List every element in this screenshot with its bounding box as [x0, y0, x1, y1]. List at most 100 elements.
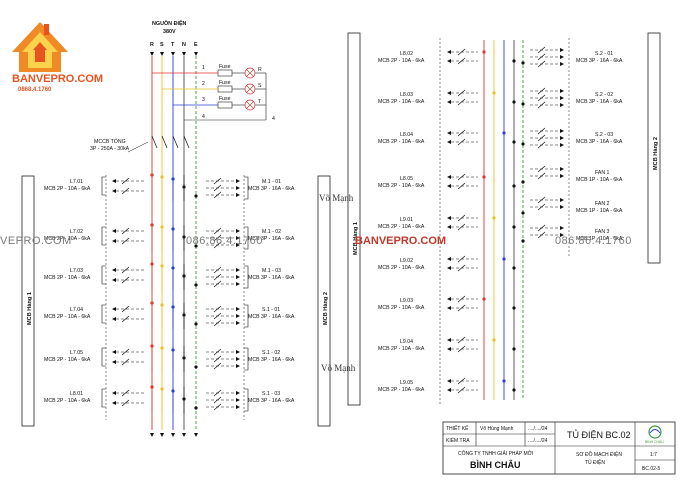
breaker-spec: MCB 2P - 10A - 6kA	[44, 357, 91, 363]
watermark-phone-2: 086.86.4.1760	[555, 235, 632, 247]
junction-dot	[502, 131, 506, 135]
fuse-icon	[217, 101, 233, 109]
arrow-icon	[560, 55, 564, 59]
fuse-icon	[217, 69, 233, 77]
watermark-left: VEPRO.COM	[0, 235, 72, 247]
junction-dot	[512, 225, 516, 229]
arrow-icon	[236, 186, 240, 190]
breaker-spec: MCB 2P - 10A - 6kA	[378, 346, 425, 352]
breaker-spec: MCB 3P - 16A - 6kA	[576, 139, 623, 145]
wire-segment	[457, 214, 466, 222]
fuse-label: Fuse	[219, 80, 231, 86]
junction-dot	[512, 59, 516, 63]
wire-segment	[537, 165, 546, 173]
arrow-icon	[560, 174, 564, 178]
wire-number: 3	[202, 97, 205, 103]
fuse-label: Fuse	[219, 96, 231, 102]
wire-segment	[213, 362, 222, 370]
phase-arrow	[160, 52, 164, 56]
arrow-icon	[112, 179, 116, 183]
breaker-spec: MCB 2P - 10A - 6kA	[378, 265, 425, 271]
wire-segment	[213, 234, 222, 242]
breaker-spec: MCB 2P - 10A - 6kA	[378, 224, 425, 230]
wire-segment	[151, 135, 158, 149]
wire-segment	[537, 60, 546, 68]
phase-label-N: N	[182, 42, 186, 48]
wire-segment	[121, 305, 130, 313]
breaker-spec: MCB 2P - 10A - 6kA	[378, 139, 425, 145]
arrow-icon	[447, 91, 451, 95]
arrow-icon	[447, 257, 451, 261]
wire-segment	[121, 187, 130, 195]
breaker-spec: MCB 3P - 16A - 6kA	[248, 236, 295, 242]
wire-segment	[213, 280, 222, 288]
arrow-icon	[447, 306, 451, 310]
junction-dot	[512, 347, 516, 351]
main-breaker-name: MCCB TỔNG	[94, 138, 126, 145]
design-label: THIẾT KẾ	[446, 425, 469, 432]
arrow-icon	[447, 140, 451, 144]
junction-dot	[194, 194, 198, 198]
bracket	[101, 304, 106, 324]
bracket	[101, 226, 106, 246]
breaker-name: L9.04	[400, 339, 413, 345]
wire-segment	[457, 295, 466, 303]
bottom-arrow	[194, 433, 198, 437]
junction-dot	[521, 239, 525, 243]
panel-frames: MCB Hàng 1 MCB Hàng 2 MCB Hàng 1 MCB Hàn…	[21, 32, 661, 427]
arrow-icon	[236, 268, 240, 272]
left-panel-row2-label: MCB Hàng 2	[323, 292, 329, 325]
breaker-name: M.1 - 02	[262, 229, 281, 235]
bracket	[101, 388, 106, 408]
wire-segment	[537, 134, 546, 142]
bracket	[244, 388, 249, 412]
arrow-icon	[560, 198, 564, 202]
wire-segment	[121, 358, 130, 366]
breaker-name: S.1 - 02	[262, 350, 280, 356]
junction-dot	[521, 180, 525, 184]
wire-segment	[246, 69, 254, 77]
junction-dot	[512, 266, 516, 270]
arrow-icon	[236, 179, 240, 183]
wire-segment	[121, 237, 130, 245]
breaker-spec: MCB 1P - 10A - 6kA	[576, 236, 623, 242]
arrow-icon	[447, 338, 451, 342]
wire-segment	[457, 182, 466, 190]
breaker-spec: MCB 2P - 10A - 6kA	[378, 305, 425, 311]
signature-1: Võ Mạnh	[319, 193, 354, 203]
junction-dot	[194, 244, 198, 248]
wire-segment	[457, 138, 466, 146]
title-block: THIẾT KẾ Võ Hùng Mạnh ..../..../24 KIỂM …	[442, 421, 676, 475]
right-panel-row2-label: MCB Hàng 2	[653, 137, 659, 170]
wire-segment	[213, 355, 222, 363]
breaker-name: S.2 - 01	[595, 51, 613, 57]
wire-segment	[537, 127, 546, 135]
wire-segment	[537, 141, 546, 149]
wire-segment	[121, 389, 130, 397]
breaker-name: FAN 2	[595, 201, 610, 207]
bottom-arrow	[160, 433, 164, 437]
breaker-name: S.1 - 01	[262, 307, 280, 313]
arrow-icon	[560, 233, 564, 237]
arrow-icon	[560, 89, 564, 93]
arrow-icon	[447, 379, 451, 383]
bracket	[244, 265, 249, 289]
breaker-spec: MCB 3P - 16A - 6kA	[248, 186, 295, 192]
arrow-icon	[236, 307, 240, 311]
junction-dot	[512, 140, 516, 144]
breaker-spec: MCB 2P - 10A - 6kA	[44, 314, 91, 320]
wire-segment	[213, 266, 222, 274]
phase-arrow	[182, 52, 186, 56]
bracket	[244, 347, 249, 371]
lamp-label: T	[258, 99, 262, 105]
bracket	[244, 304, 249, 328]
phase-arrow	[171, 52, 175, 56]
left-panel-row1-label: MCB Hàng 1	[27, 292, 33, 325]
